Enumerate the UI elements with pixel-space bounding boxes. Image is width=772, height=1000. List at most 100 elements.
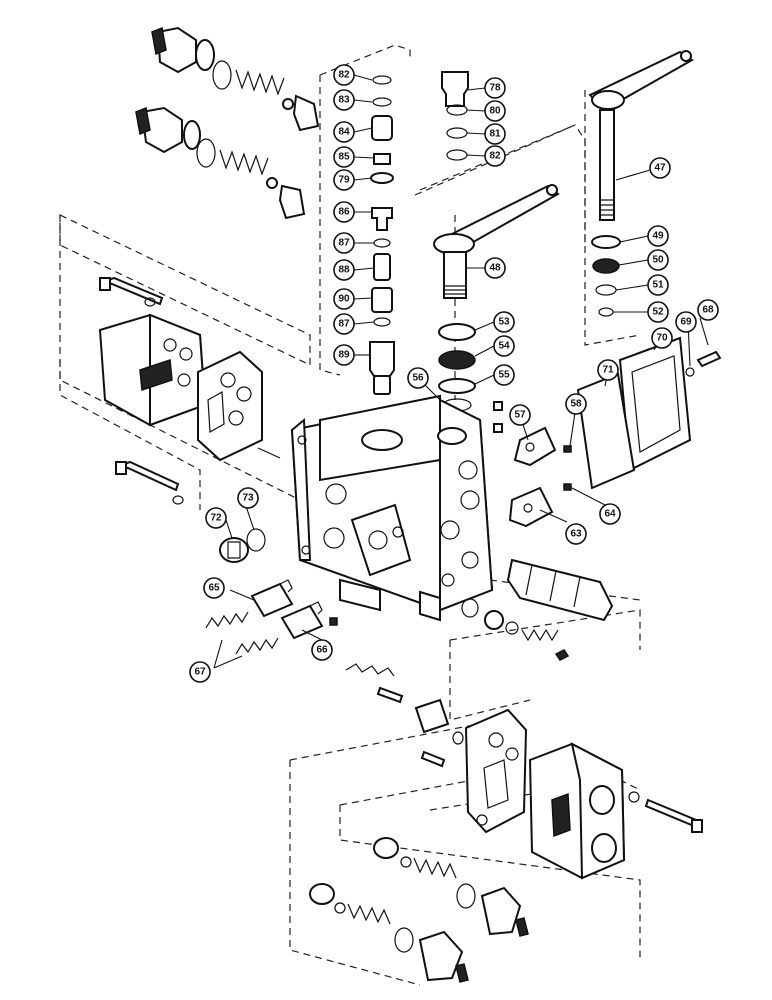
svg-text:85: 85 [338, 152, 350, 163]
plug-72-73 [219, 528, 266, 563]
svg-text:84: 84 [338, 127, 350, 138]
callout-82: 82 [333, 64, 355, 86]
valve-stack-center [369, 75, 395, 395]
svg-text:81: 81 [489, 129, 501, 140]
svg-text:80: 80 [489, 106, 501, 117]
left-end-cover [98, 313, 207, 427]
svg-text:66: 66 [316, 645, 328, 656]
svg-text:70: 70 [656, 333, 668, 344]
svg-text:52: 52 [652, 307, 664, 318]
control-lever-47 [588, 50, 694, 221]
svg-text:56: 56 [412, 373, 424, 384]
callout-86: 86 [333, 201, 355, 223]
callout-65: 65 [203, 577, 225, 599]
svg-text:83: 83 [338, 95, 350, 106]
callout-50: 50 [647, 249, 669, 271]
callout-87-lower: 87 [333, 313, 355, 335]
callout-51: 51 [647, 274, 669, 296]
callouts: 82 83 84 85 79 86 87 88 90 87 89 78 80 8… [189, 64, 719, 683]
callout-80: 80 [484, 100, 506, 122]
svg-text:87: 87 [338, 319, 350, 330]
svg-text:67: 67 [194, 667, 206, 678]
lever-seals-center [438, 323, 476, 412]
svg-text:79: 79 [338, 175, 350, 186]
lower-relief-valves [309, 837, 529, 983]
relief-valve-upper [151, 26, 320, 132]
callout-47: 47 [649, 157, 671, 179]
callout-69: 69 [675, 311, 697, 333]
left-bolts [99, 276, 281, 505]
lower-springs-pins [345, 663, 464, 768]
callout-64: 64 [599, 503, 621, 525]
svg-text:82: 82 [338, 70, 350, 81]
callout-57: 57 [509, 404, 531, 426]
svg-text:88: 88 [338, 265, 350, 276]
callout-55: 55 [493, 364, 515, 386]
callout-81: 81 [484, 123, 506, 145]
svg-text:63: 63 [570, 529, 582, 540]
callout-63: 63 [565, 523, 587, 545]
callout-78: 78 [484, 77, 506, 99]
svg-text:90: 90 [338, 294, 350, 305]
callout-85: 85 [333, 146, 355, 168]
callout-73: 73 [237, 487, 259, 509]
svg-text:54: 54 [498, 341, 510, 352]
callout-49: 49 [647, 225, 669, 247]
rocker-arms [493, 401, 572, 528]
svg-text:87: 87 [338, 238, 350, 249]
callout-66: 66 [311, 639, 333, 661]
callout-leaders [213, 74, 709, 669]
lever-seals-right [591, 235, 621, 317]
callout-87: 87 [333, 232, 355, 254]
svg-text:71: 71 [602, 365, 614, 376]
control-spool [461, 558, 614, 661]
lower-bolt [628, 791, 703, 833]
svg-text:49: 49 [652, 231, 664, 242]
callout-79: 79 [333, 169, 355, 191]
callout-84: 84 [333, 121, 355, 143]
lower-gasket [464, 708, 528, 834]
svg-text:82: 82 [489, 151, 501, 162]
svg-text:86: 86 [338, 207, 350, 218]
right-cover-plate [576, 336, 722, 490]
callout-56: 56 [407, 367, 429, 389]
callout-53: 53 [493, 311, 515, 333]
svg-text:58: 58 [570, 399, 582, 410]
svg-text:78: 78 [489, 83, 501, 94]
check-valves-65-67 [205, 579, 338, 655]
svg-text:72: 72 [210, 513, 222, 524]
callout-83: 83 [333, 89, 355, 111]
callout-48: 48 [484, 257, 506, 279]
svg-text:51: 51 [652, 280, 664, 291]
callout-82-right: 82 [484, 145, 506, 167]
callout-52: 52 [647, 301, 669, 323]
svg-text:47: 47 [654, 163, 666, 174]
lower-end-cover [528, 742, 626, 880]
left-gasket [197, 350, 263, 462]
svg-text:73: 73 [242, 493, 254, 504]
callout-72: 72 [205, 507, 227, 529]
svg-text:50: 50 [652, 255, 664, 266]
svg-text:89: 89 [338, 350, 350, 361]
svg-text:64: 64 [604, 509, 616, 520]
control-lever-48 [433, 184, 560, 299]
callout-58: 58 [565, 393, 587, 415]
main-valve-body [290, 394, 494, 622]
callout-89: 89 [333, 344, 355, 366]
svg-text:53: 53 [498, 317, 510, 328]
svg-text:55: 55 [498, 370, 510, 381]
plug-stack [441, 71, 469, 161]
callout-70: 70 [651, 327, 673, 349]
callout-67: 67 [189, 661, 211, 683]
callout-54: 54 [493, 335, 515, 357]
relief-valve-lower [135, 106, 306, 220]
svg-text:65: 65 [208, 583, 220, 594]
callout-71: 71 [597, 359, 619, 381]
svg-text:68: 68 [702, 305, 714, 316]
callout-88: 88 [333, 259, 355, 281]
svg-text:48: 48 [489, 263, 501, 274]
svg-text:69: 69 [680, 317, 692, 328]
callout-90: 90 [333, 288, 355, 310]
svg-text:57: 57 [514, 410, 526, 421]
